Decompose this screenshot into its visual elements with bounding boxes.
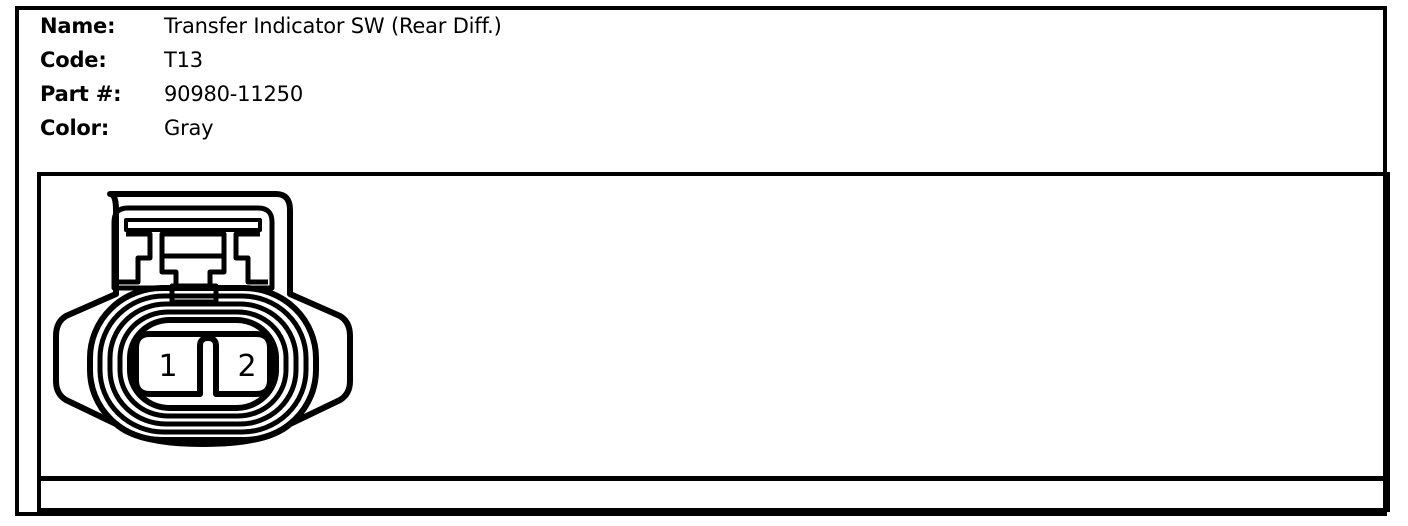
pin-number-2: 2 <box>237 349 256 384</box>
terminal-cavity <box>133 331 273 397</box>
connector-outer-silhouette <box>53 191 353 447</box>
latch-center-block <box>159 231 227 259</box>
name-value: Transfer Indicator SW (Rear Diff.) <box>164 14 502 38</box>
info-row-part-number: Part #: 90980-11250 <box>40 82 1140 116</box>
latch-shoulder-right <box>233 231 268 285</box>
body-ring-2 <box>97 293 309 435</box>
connector-body-outline <box>53 191 353 447</box>
info-row-name: Name: Transfer Indicator SW (Rear Diff.) <box>40 14 1140 48</box>
info-row-code: Code: T13 <box>40 48 1140 82</box>
info-row-color: Color: Gray <box>40 116 1140 150</box>
outer-frame-border <box>15 6 1387 516</box>
latch-body-bridge <box>116 283 272 305</box>
body-ring-5 <box>127 317 279 411</box>
latch-step-inner-right <box>207 256 227 284</box>
diagram-footer-divider <box>37 476 1390 481</box>
name-label: Name: <box>40 14 116 38</box>
code-value: T13 <box>164 48 203 72</box>
pin-number-1: 1 <box>158 349 177 384</box>
connector-face-diagram: 1 2 <box>38 176 368 466</box>
latch-shoulders <box>118 231 268 285</box>
latch-top-bar <box>124 218 262 232</box>
connector-info-block: Name: Transfer Indicator SW (Rear Diff.)… <box>40 14 1140 150</box>
part-number-label: Part #: <box>40 82 122 106</box>
part-number-value: 90980-11250 <box>164 82 303 106</box>
body-ring-4 <box>117 309 289 419</box>
latch-shoulder-left <box>118 231 153 285</box>
color-value: Gray <box>164 116 214 140</box>
latch-step-inner-left <box>159 256 179 284</box>
bridge-notch <box>169 283 219 305</box>
connector-svg: 1 2 <box>53 191 353 447</box>
connector-diagram-box <box>37 172 1390 512</box>
code-label: Code: <box>40 48 107 72</box>
color-label: Color: <box>40 116 110 140</box>
